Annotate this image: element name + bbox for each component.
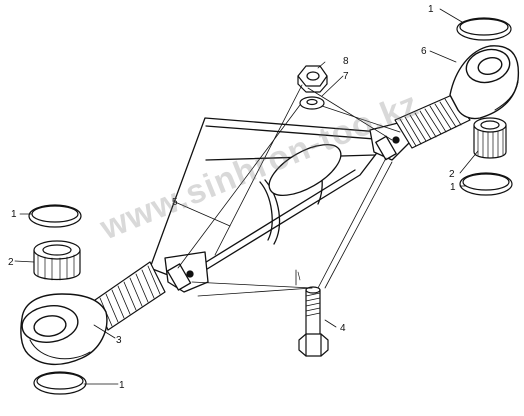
eye-end-right [449, 45, 520, 120]
clamp-collar-left [164, 251, 209, 293]
callout-1-top: 1 [428, 4, 434, 15]
callout-1-bottom: 1 [119, 380, 125, 391]
bushing-left [33, 240, 81, 281]
callout-3: 3 [116, 335, 122, 346]
snap-ring-left [28, 204, 82, 228]
threaded-rod-right [394, 94, 471, 149]
callout-1-left: 1 [11, 209, 17, 220]
callout-1-right: 1 [450, 182, 456, 193]
callout-4: 4 [340, 323, 346, 334]
leader-lines [14, 8, 479, 385]
snap-ring-right [459, 172, 513, 196]
eye-end-left [20, 293, 108, 365]
callout-5: 5 [172, 197, 178, 208]
callout-8: 8 [343, 56, 349, 67]
callout-labels: 1 6 8 7 2 1 5 1 2 3 4 1 [8, 4, 456, 391]
callout-2-right: 2 [449, 169, 455, 180]
callout-7: 7 [343, 71, 349, 82]
bushing-right [473, 117, 507, 159]
callout-6: 6 [421, 46, 427, 57]
snap-ring-top-right [456, 17, 512, 41]
main-tube [149, 117, 393, 283]
snap-ring-bottom [33, 371, 87, 395]
nut [297, 65, 328, 93]
callout-2-left: 2 [8, 257, 14, 268]
bolt [298, 286, 329, 357]
washer [299, 96, 325, 110]
